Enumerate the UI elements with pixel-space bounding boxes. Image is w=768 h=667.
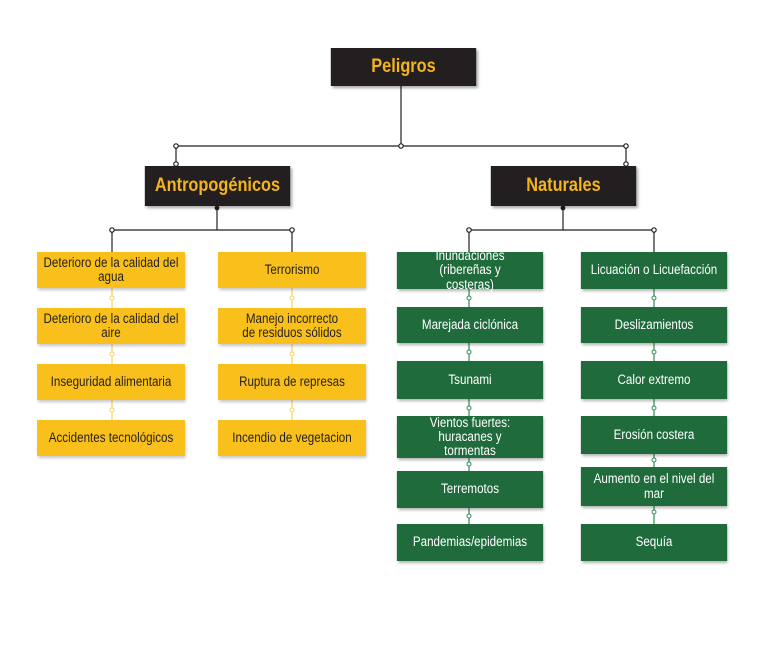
hazard-label: Incendio de vegetacion — [232, 429, 352, 445]
hazard-node: Pandemias/epidemias — [396, 524, 544, 561]
hazard-node: Marejada ciclónica — [396, 307, 544, 343]
hazard-node: Licuación o Licuefacción — [580, 252, 728, 289]
root-node-peligros: Peligros — [330, 48, 477, 86]
hazard-label: Tsunami — [448, 371, 492, 387]
hazard-label: Terremotos — [440, 481, 500, 497]
root-node-label: Peligros — [371, 56, 436, 78]
hazard-label: Pandemias/epidemias — [412, 534, 528, 550]
hazard-node: Calor extremo — [580, 361, 728, 399]
hazard-node: Ruptura de represas — [218, 364, 366, 400]
hazard-node: Terremotos — [396, 471, 544, 508]
hazard-node: Manejo incorrecto de residuos sólidos — [218, 308, 366, 344]
hazard-node: Inseguridad alimentaria — [37, 364, 185, 400]
category-node-label: Naturales — [526, 175, 601, 197]
hazard-label: Inundaciones (ribereñas y costeras) — [435, 248, 505, 292]
category-node-naturales: Naturales — [490, 166, 637, 206]
hazard-label: Accidentes tecnológicos — [48, 429, 174, 445]
hazard-label: Inseguridad alimentaria — [50, 373, 172, 389]
category-node-label: Antropogénicos — [154, 175, 281, 197]
hazard-label: Manejo incorrecto de residuos sólidos — [242, 310, 342, 340]
hazard-node: Tsunami — [396, 361, 544, 399]
hazard-label: Aumento en el nivel del mar — [593, 471, 715, 501]
hazard-label: Calor extremo — [617, 371, 691, 387]
hazard-label: Marejada ciclónica — [421, 316, 519, 332]
hazard-node: Deslizamientos — [580, 307, 728, 343]
hazard-label: Licuación o Licuefacción — [590, 262, 718, 278]
hazard-node: Deterioro de la calidad del aire — [37, 308, 185, 344]
hazard-label: Deterioro de la calidad del agua — [43, 254, 179, 284]
hazard-label: Sequía — [635, 534, 673, 550]
hazard-node: Sequía — [580, 524, 728, 561]
hazard-node: Vientos fuertes: huracanes y tormentas — [396, 414, 544, 459]
hazard-node: Erosión costera — [580, 416, 728, 454]
hazard-label: Deslizamientos — [614, 316, 694, 332]
hazard-node: Accidentes tecnológicos — [37, 420, 185, 456]
hazard-label: Ruptura de represas — [239, 373, 345, 389]
hazard-label: Erosión costera — [613, 426, 695, 442]
hazard-node: Terrorismo — [218, 252, 366, 288]
hazard-node: Inundaciones (ribereñas y costeras) — [396, 248, 544, 292]
hazard-label: Deterioro de la calidad del aire — [43, 310, 179, 340]
hazard-node: Aumento en el nivel del mar — [580, 467, 728, 506]
hazard-node: Incendio de vegetacion — [218, 420, 366, 456]
hazard-label: Terrorismo — [264, 261, 320, 277]
category-node-antropogenicos: Antropogénicos — [144, 166, 291, 206]
hazard-node: Deterioro de la calidad del agua — [37, 252, 185, 288]
hazard-label: Vientos fuertes: huracanes y tormentas — [429, 414, 511, 459]
